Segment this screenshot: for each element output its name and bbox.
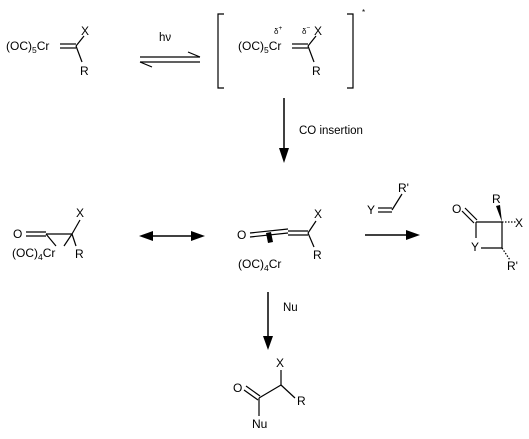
cycloaddition-arrow: Y R': [365, 181, 420, 240]
carbonyl-bond-inner: [464, 207, 478, 221]
substituent-r-prime-label: R': [507, 259, 518, 273]
reverse-arrow-barb: [139, 61, 153, 68]
bond-to-r: [307, 232, 315, 248]
acyl-product: O Nu X R: [233, 356, 306, 431]
oxygen-label: O: [237, 228, 246, 242]
metal-fragment-label: (OC)5Cr: [6, 39, 49, 55]
nucleophile-label: Nu: [252, 417, 267, 431]
ring-y-label: Y: [471, 240, 479, 254]
substituent-r-label: R: [75, 247, 84, 261]
bond-to-alpha-carbon: [258, 384, 282, 399]
excited-state-complex: * (OC)5Cr δ+ δ− X R: [217, 8, 365, 89]
imine-r-prime-label: R': [398, 181, 409, 195]
nu-label: Nu: [283, 302, 298, 314]
delta-minus-label: δ−: [302, 25, 310, 36]
metal-fragment-label: (OC)5Cr: [238, 39, 281, 55]
ketene-co-bond-upper: [249, 228, 289, 234]
carbonyl-bond-outer: [461, 210, 475, 224]
hv-label: hν: [159, 32, 171, 44]
right-bracket: [347, 13, 354, 89]
carbene-complex-start: (OC)5Cr X R: [6, 24, 89, 78]
carbonyl-bond-inner: [245, 385, 261, 397]
beta-lactam-product: O Y R X R': [452, 192, 523, 273]
substituent-x-label: X: [76, 206, 84, 220]
forward-arrow-barb: [187, 51, 201, 58]
bond-to-x: [75, 35, 85, 47]
substituent-x-label: X: [515, 216, 523, 230]
arrow-head: [406, 230, 420, 240]
substituent-r-label: R: [312, 64, 321, 78]
oxygen-label: O: [13, 227, 22, 241]
substituent-x-label: X: [314, 24, 322, 38]
substituent-r-label: R: [313, 248, 322, 262]
substituent-x-label: X: [81, 24, 89, 38]
bond-to-x: [307, 35, 317, 47]
ketene-complex: O X R (OC)4Cr: [237, 207, 322, 273]
ring-bond-right: [63, 233, 73, 247]
bond-to-r: [307, 45, 315, 63]
arrow-head: [279, 148, 289, 163]
metal-fragment-label: (OC)4Cr: [12, 246, 55, 262]
substituent-r-label: R: [297, 394, 306, 408]
substituent-x-label: X: [314, 207, 322, 221]
bond-to-r: [280, 384, 296, 399]
imine-y-label: Y: [367, 203, 375, 217]
arrow-head-right: [191, 231, 205, 241]
delta-plus-label: δ+: [274, 25, 282, 36]
wedge-to-chromium: [266, 232, 273, 243]
bond-to-x: [307, 220, 317, 234]
bond-to-x: [71, 219, 81, 235]
photo-equilibrium-arrows: hν: [139, 32, 201, 68]
substituent-x-label: X: [276, 356, 284, 370]
wedge-to-r: [496, 205, 502, 222]
nucleophile-arrow: Nu: [263, 292, 298, 350]
substituent-r-label: R: [80, 64, 89, 78]
arrow-head-left: [139, 231, 153, 241]
metallacyclopropanone: O X R (OC)4Cr: [12, 206, 84, 262]
ring-bond-left: [45, 233, 57, 247]
oxygen-label: O: [233, 381, 242, 395]
hashed-bond-to-r-prime: [501, 247, 511, 261]
bond-to-r: [75, 45, 83, 63]
left-bracket: [217, 13, 224, 89]
oxygen-label: O: [452, 202, 461, 216]
metal-fragment-label: (OC)4Cr: [238, 257, 281, 273]
imine-bond-to-r-prime: [391, 193, 403, 211]
co-insertion-arrow: CO insertion: [279, 98, 363, 163]
arrow-head: [263, 336, 273, 350]
resonance-arrow: [139, 231, 205, 241]
substituent-r-label: R: [492, 192, 501, 206]
excited-state-mark: *: [362, 8, 365, 17]
co-insertion-label: CO insertion: [299, 125, 363, 137]
carbonyl-bond-outer: [243, 389, 259, 401]
bond-to-r: [71, 233, 77, 247]
